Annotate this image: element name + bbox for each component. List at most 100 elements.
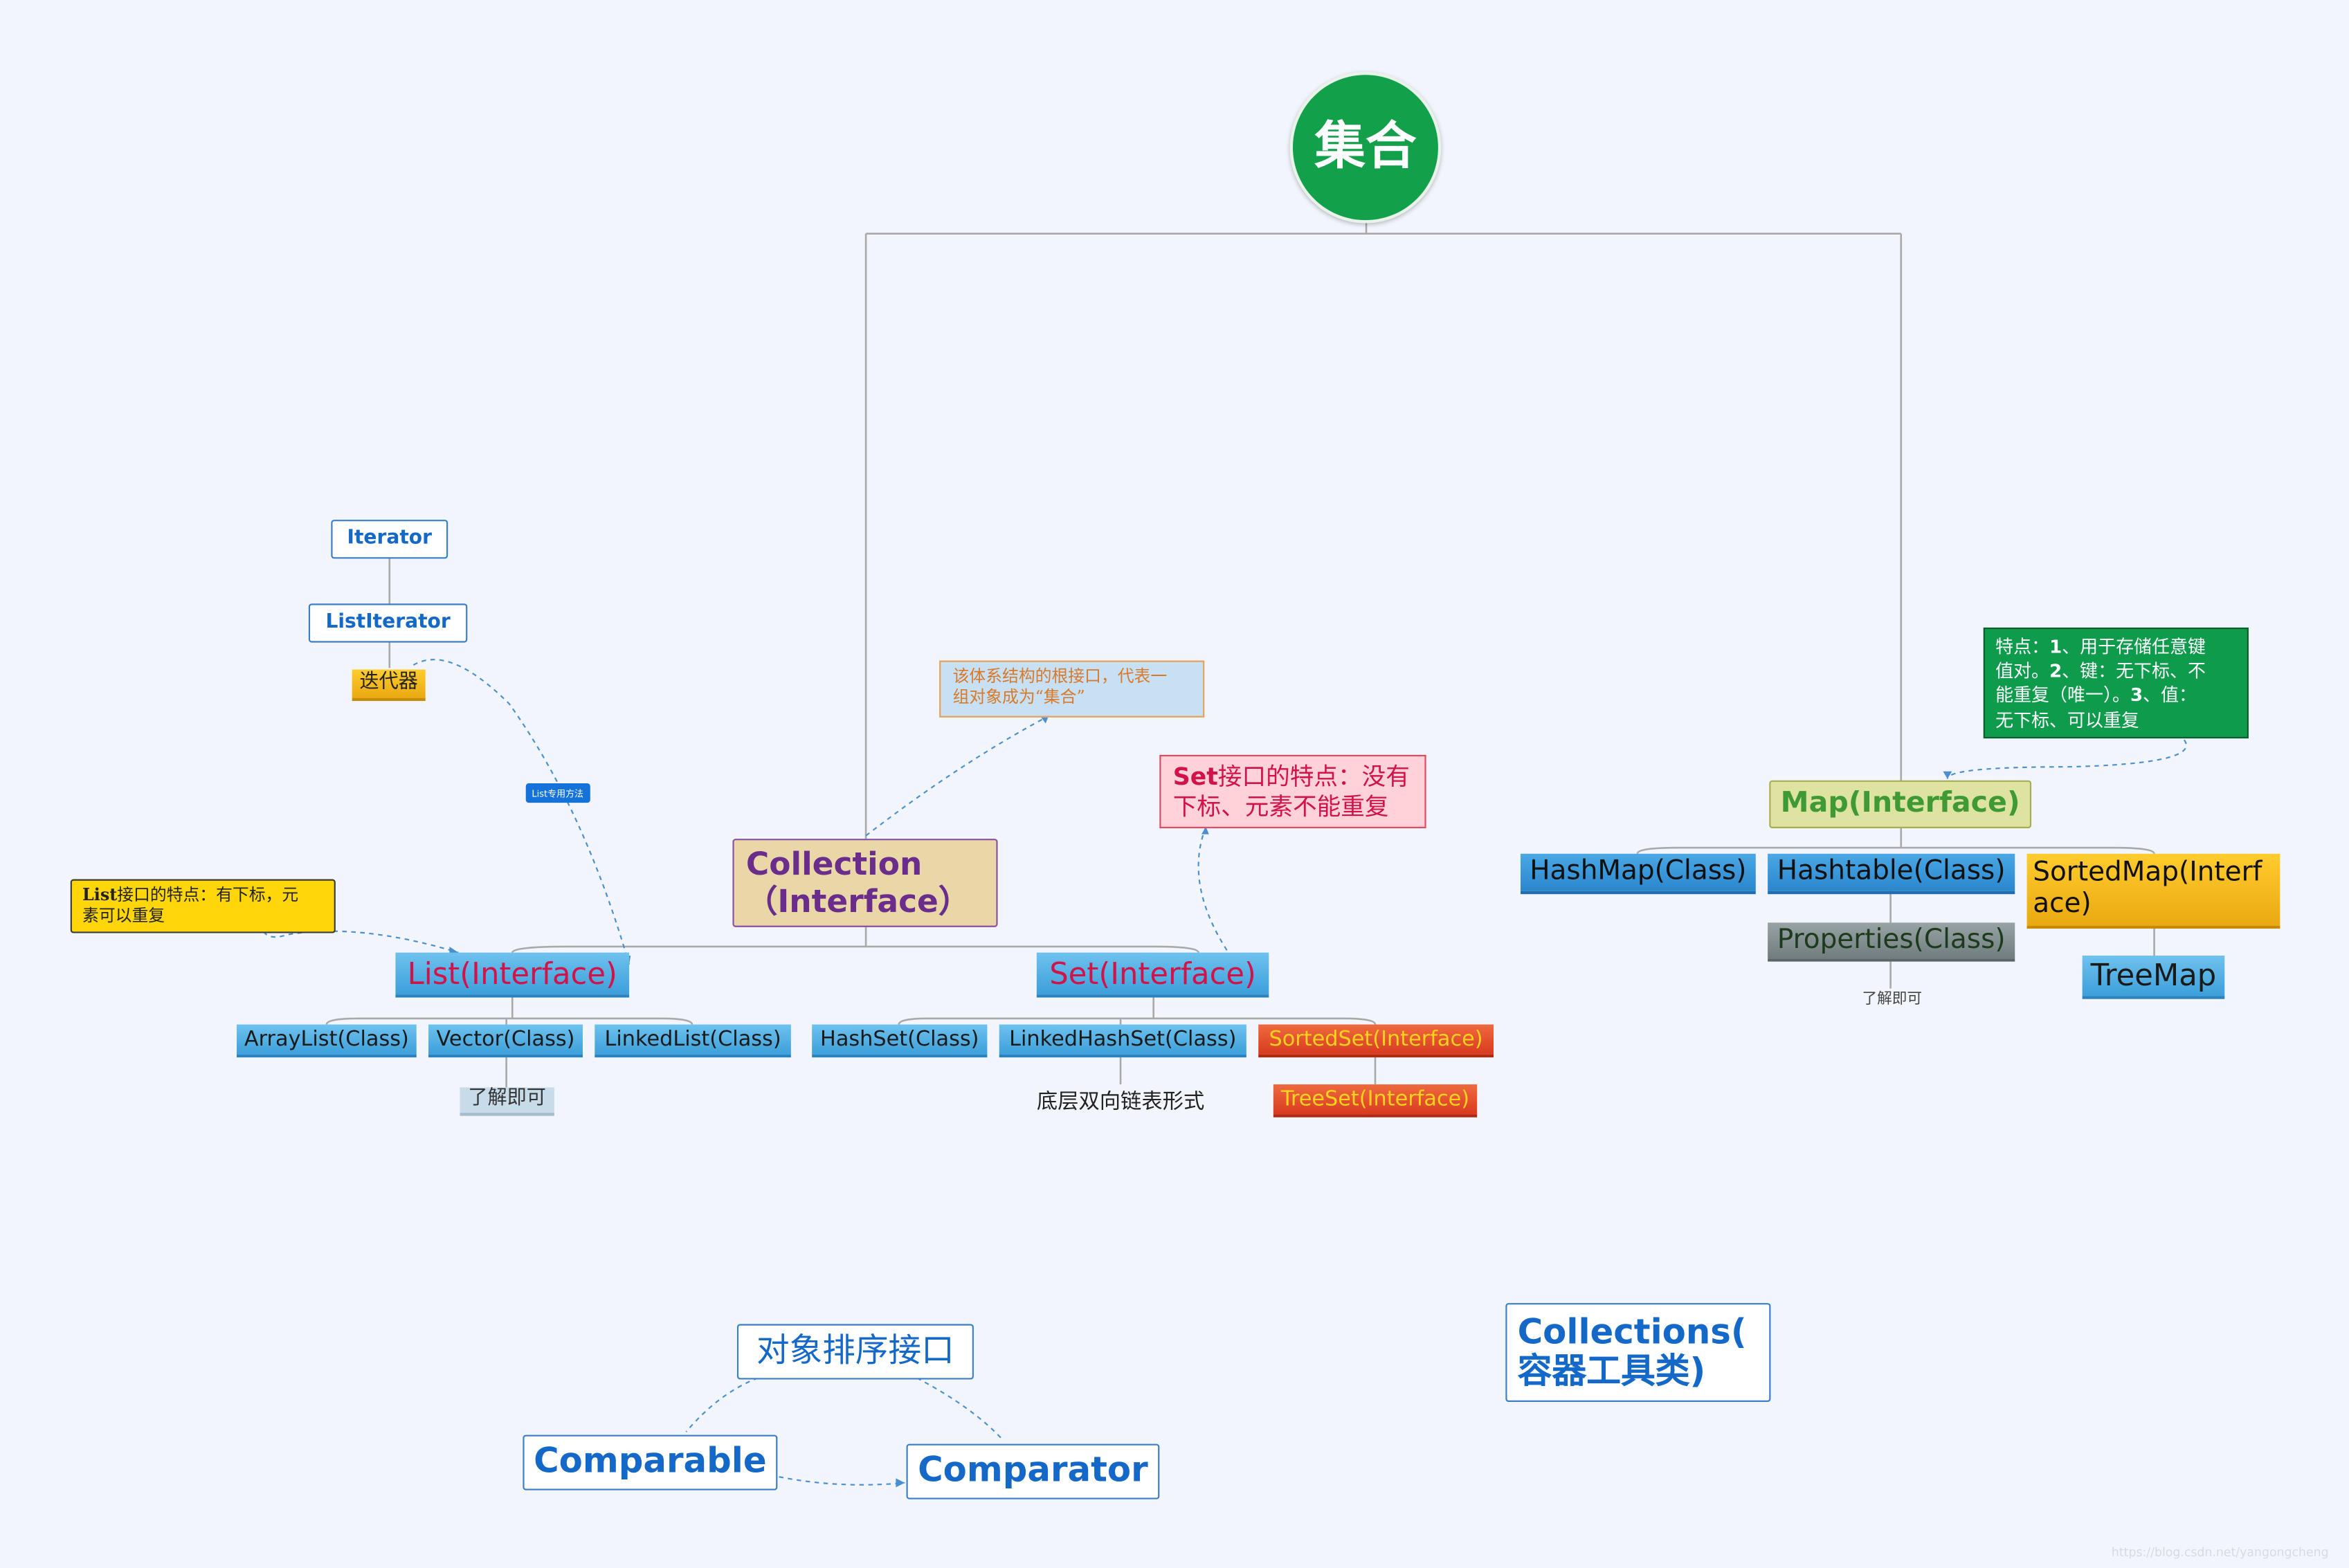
list-children-connector — [325, 997, 693, 1088]
collections-tool-line1: Collections( — [1517, 1313, 1747, 1352]
list-label: List(Interface) — [407, 954, 617, 991]
hashtable-node[interactable]: Hashtable(Class) — [1768, 853, 2015, 895]
list-method-label: List专用方法 — [532, 789, 584, 800]
map-note-relation — [1946, 739, 2187, 779]
hashtable-label: Hashtable(Class) — [1777, 855, 2006, 887]
collection-label-line1: Collection — [745, 846, 923, 883]
arraylist-label: ArrayList(Class) — [244, 1027, 409, 1052]
map-children-connector — [1636, 826, 2155, 989]
set-note: Set接口的特点：没有 下标、元素不能重复 — [1159, 754, 1426, 828]
iterator-cn-node[interactable]: 迭代器 — [352, 669, 426, 701]
collections-tool-line2: 容器工具类) — [1517, 1352, 1706, 1392]
comparator-label: Comparator — [918, 1452, 1148, 1491]
comparable-node[interactable]: Comparable — [523, 1434, 778, 1490]
set-note-line2: 下标、元素不能重复 — [1172, 792, 1389, 821]
properties-note-label: 了解即可 — [1862, 992, 1923, 1009]
collection-note-relation — [865, 715, 1049, 837]
linkedhashset-note-label: 底层双向链表形式 — [1036, 1090, 1205, 1115]
hashset-label: HashSet(Class) — [820, 1027, 979, 1052]
set-note-bold: Set — [1172, 762, 1218, 791]
map-note-l4: 无下标、可以重复 — [1995, 709, 2139, 731]
properties-node[interactable]: Properties(Class) — [1768, 922, 2015, 962]
map-note: 特点：1、用于存储任意键 值对。2、键：无下标、不 能重复（唯一）。3、值： 无… — [1983, 627, 2249, 739]
sort-interface-node[interactable]: 对象排序接口 — [736, 1324, 974, 1380]
comparable-label: Comparable — [534, 1443, 767, 1482]
set-note-relation — [1197, 826, 1229, 954]
arrow-head-2 — [1201, 826, 1209, 835]
list-note-relation — [263, 930, 459, 954]
map-note-l2c: 、键：无下标、不 — [2062, 660, 2206, 682]
map-note-l1c: 、用于存储任意键 — [2062, 636, 2206, 658]
linkedhashset-label: LinkedHashSet(Class) — [1009, 1027, 1237, 1052]
arrow-head-4 — [449, 946, 459, 954]
sortedmap-line2: ace) — [2033, 888, 2092, 920]
linkedhashset-node[interactable]: LinkedHashSet(Class) — [999, 1024, 1246, 1058]
map-note-l1a: 特点： — [1995, 636, 2050, 658]
iterator-label: Iterator — [347, 526, 433, 549]
root-node[interactable]: 集合 — [1289, 71, 1442, 224]
arraylist-node[interactable]: ArrayList(Class) — [236, 1024, 417, 1058]
map-note-l3b: 3 — [2130, 684, 2143, 706]
map-note-l2a: 值对。 — [1995, 660, 2050, 682]
treemap-node[interactable]: TreeMap — [2082, 955, 2225, 999]
sortedset-node[interactable]: SortedSet(Interface) — [1258, 1024, 1494, 1058]
vector-node[interactable]: Vector(Class) — [428, 1024, 583, 1058]
sortedmap-line1: SortedMap(Interf — [2033, 857, 2262, 889]
list-note-line2: 素可以重复 — [82, 906, 165, 927]
list-note-bold: List — [82, 885, 118, 905]
treemap-label: TreeMap — [2090, 957, 2217, 994]
set-note-line1: 接口的特点：没有 — [1217, 762, 1410, 791]
sort-interface-label: 对象排序接口 — [756, 1333, 954, 1371]
sortedmap-node[interactable]: SortedMap(Interf ace) — [2026, 853, 2280, 929]
linkedlist-label: LinkedList(Class) — [604, 1027, 781, 1052]
iterator-cn-label: 迭代器 — [359, 671, 418, 694]
root-label: 集合 — [1314, 116, 1417, 177]
collection-note-line1: 该体系结构的根接口，代表一 — [952, 666, 1168, 686]
map-note-l3a: 能重复（唯一）。 — [1995, 684, 2130, 706]
listiterator-node[interactable]: ListIterator — [308, 603, 468, 643]
list-node[interactable]: List(Interface) — [395, 952, 630, 998]
arrow-head-6 — [896, 1478, 905, 1488]
map-note-l2b: 2 — [2049, 660, 2062, 682]
treeset-label: TreeSet(Interface) — [1280, 1087, 1470, 1111]
properties-note: 了解即可 — [1840, 989, 1945, 1013]
comparable-comparator-relation — [779, 1476, 905, 1486]
collection-note: 该体系结构的根接口，代表一 组对象成为“集合” — [939, 660, 1205, 718]
vector-note-label: 了解即可 — [468, 1087, 546, 1110]
properties-label: Properties(Class) — [1777, 923, 2006, 956]
watermark-label: https://blog.csdn.net/yangongcheng — [2111, 1546, 2329, 1560]
collection-note-line2: 组对象成为“集合” — [952, 688, 1085, 708]
collection-label-line2: （Interface） — [745, 882, 970, 919]
map-note-l3c: 、值： — [2143, 684, 2197, 706]
sortedset-label: SortedSet(Interface) — [1269, 1027, 1483, 1052]
hashmap-node[interactable]: HashMap(Class) — [1520, 853, 1756, 895]
linkedhashset-note: 底层双向链表形式 — [1028, 1086, 1213, 1119]
watermark: https://blog.csdn.net/yangongcheng — [2097, 1542, 2343, 1563]
sort-comparable-relation — [685, 1377, 759, 1432]
set-node[interactable]: Set(Interface) — [1036, 952, 1269, 998]
listiterator-label: ListIterator — [325, 610, 451, 633]
map-label: Map(Interface) — [1780, 786, 2020, 820]
vector-label: Vector(Class) — [436, 1027, 575, 1052]
vector-note: 了解即可 — [460, 1087, 554, 1116]
hashset-node[interactable]: HashSet(Class) — [812, 1024, 988, 1058]
list-note-line1: 接口的特点：有下标，元 — [117, 885, 299, 905]
sort-comparator-relation — [916, 1377, 1005, 1441]
collections-tool-node[interactable]: Collections( 容器工具类) — [1505, 1303, 1771, 1402]
root-connector — [864, 221, 1903, 839]
collection-connector — [511, 925, 1199, 954]
linkedlist-node[interactable]: LinkedList(Class) — [595, 1024, 791, 1058]
list-method-relation — [412, 659, 631, 965]
arrow-head-3 — [1943, 771, 1952, 779]
hashmap-label: HashMap(Class) — [1530, 855, 1747, 887]
map-note-l1b: 1 — [2049, 636, 2062, 658]
comparator-node[interactable]: Comparator — [906, 1443, 1160, 1499]
list-note: List接口的特点：有下标，元 素可以重复 — [70, 879, 336, 933]
collection-node[interactable]: Collection （Interface） — [732, 839, 998, 927]
iterator-node[interactable]: Iterator — [331, 520, 448, 559]
treeset-node[interactable]: TreeSet(Interface) — [1273, 1084, 1478, 1118]
map-node[interactable]: Map(Interface) — [1769, 780, 2032, 828]
arrow-head-1 — [1041, 715, 1049, 724]
